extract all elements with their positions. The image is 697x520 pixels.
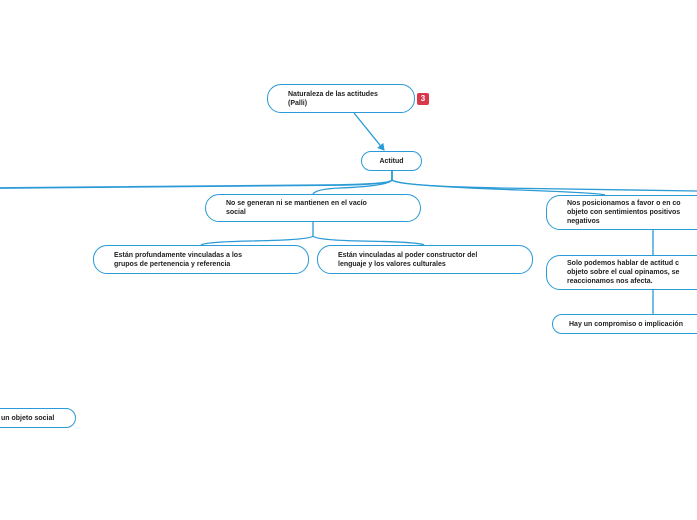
belonging-node[interactable]: Están profundamente vinculadas a los gru… <box>93 245 309 274</box>
link-actitud-to-left-branch <box>0 171 393 189</box>
opinion-label: Solo podemos hablar de actitud c objeto … <box>567 260 680 285</box>
actitud-label: Actitud <box>379 157 404 165</box>
social-object-node[interactable]: un objeto social <box>0 408 76 428</box>
link-social-vacuum-to-language <box>312 235 425 246</box>
link-actitud-to-position <box>391 179 606 196</box>
social-vacuum-node[interactable]: No se generan ni se mantienen en el vací… <box>205 194 421 222</box>
language-label: Están vinculadas al poder constructor de… <box>338 251 478 268</box>
belonging-label: Están profundamente vinculadas a los gru… <box>114 251 242 268</box>
number-3-badge-icon: 3 <box>417 93 429 105</box>
opinion-node[interactable]: Solo podemos hablar de actitud c objeto … <box>546 255 697 290</box>
position-node[interactable]: Nos posicionamos a favor o en co objeto … <box>546 195 697 230</box>
link-actitud-to-right-branch <box>391 179 697 192</box>
link-root-to-actitud <box>353 112 385 151</box>
language-node[interactable]: Están vinculadas al poder constructor de… <box>317 245 533 274</box>
commitment-label: Hay un compromiso o implicación <box>569 320 683 328</box>
social-vacuum-label: No se generan ni se mantienen en el vací… <box>226 200 367 216</box>
position-label: Nos posicionamos a favor o en co objeto … <box>567 200 681 225</box>
root-topic-label: Naturaleza de las actitudes (Palli) <box>288 90 378 107</box>
actitud-node[interactable]: Actitud <box>361 151 422 171</box>
link-social-vacuum-to-belonging <box>200 222 314 246</box>
link-actitud-to-social-vacuum <box>312 179 393 195</box>
root-topic-node[interactable]: Naturaleza de las actitudes (Palli) <box>267 84 415 113</box>
social-object-label: un objeto social <box>1 414 55 422</box>
commitment-node[interactable]: Hay un compromiso o implicación <box>552 314 697 334</box>
